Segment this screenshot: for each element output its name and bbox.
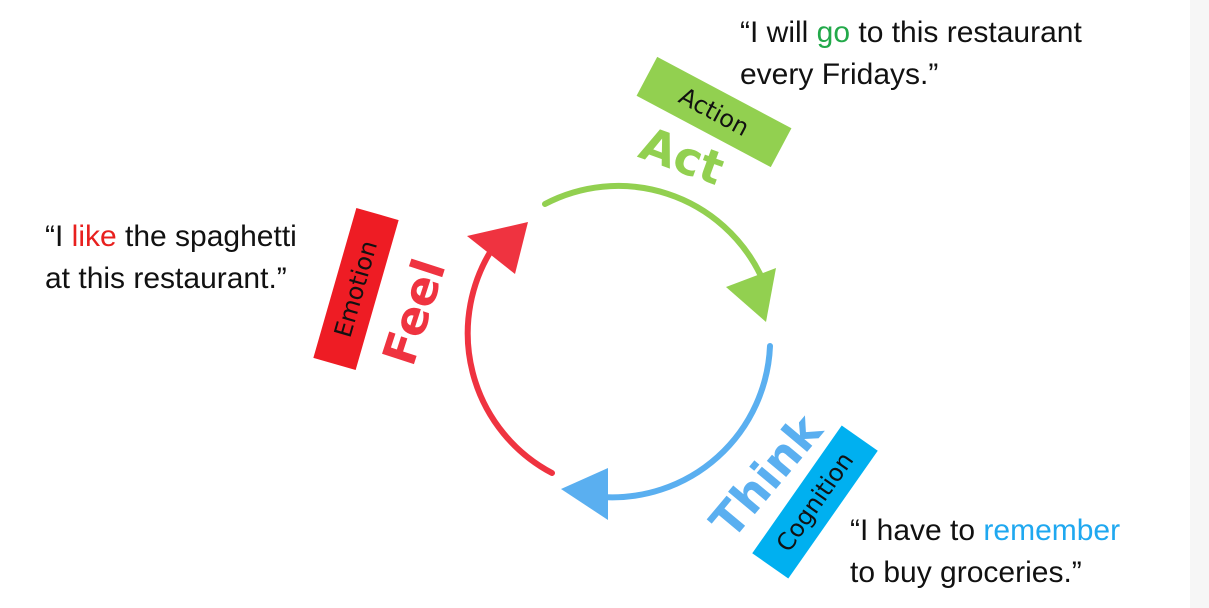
think-quote: “I have to remember to buy groceries.” — [850, 510, 1120, 594]
think-quote-pre: “I have to — [850, 514, 984, 547]
feel-word-label: Feel — [372, 252, 457, 371]
act-quote-highlight: go — [816, 16, 851, 49]
think-quote-highlight: remember — [983, 514, 1121, 547]
think-quote-line-1: “I have to remember — [850, 510, 1120, 552]
feel-quote-pre: “I — [45, 220, 72, 253]
feel-word: Feel — [372, 252, 457, 371]
think-quote-line-2: to buy groceries.” — [850, 556, 1082, 589]
think-arrowhead — [561, 468, 608, 520]
feel-arrowhead — [467, 222, 528, 274]
right-edge-strip — [1190, 0, 1209, 608]
feel-quote-post: the spaghetti — [116, 220, 297, 253]
feel-quote: “I like the spaghetti at this restaurant… — [45, 216, 297, 300]
feel-arc — [464, 243, 555, 476]
act-arc — [542, 183, 763, 277]
act-quote: “I will go to this restaurant every Frid… — [740, 12, 1082, 96]
act-quote-line-2: every Fridays.” — [740, 58, 939, 91]
act-quote-pre: “I will — [740, 16, 817, 49]
feel-quote-highlight: like — [71, 220, 117, 253]
act-quote-post: to this restaurant — [850, 16, 1082, 49]
feel-quote-line-1: “I like the spaghetti — [45, 216, 297, 258]
feel-quote-line-2: at this restaurant.” — [45, 262, 287, 295]
act-quote-line-1: “I will go to this restaurant — [740, 12, 1082, 54]
act-arrowhead — [726, 268, 776, 322]
think-arc — [599, 343, 773, 501]
